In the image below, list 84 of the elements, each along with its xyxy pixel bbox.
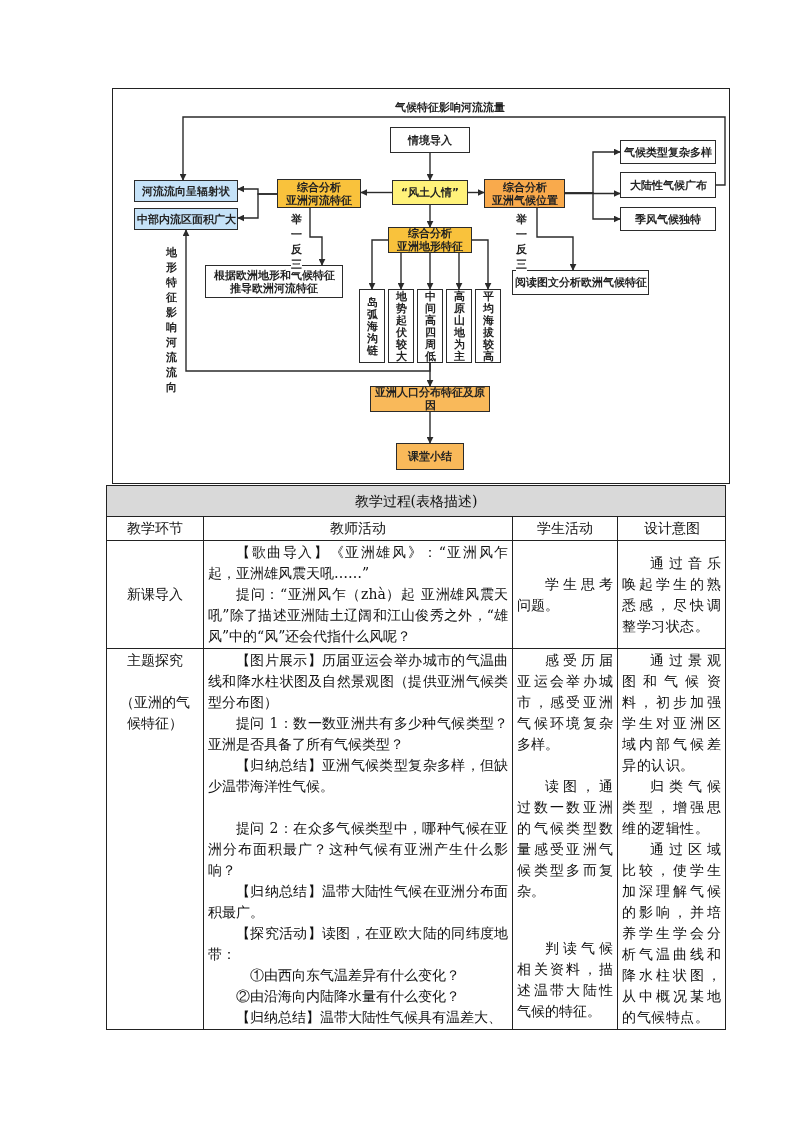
box-text: 阅读图文分析欧洲气候特征 [514, 276, 647, 289]
cell-text: 通过音乐唤起学生的熟悉感，尽快调整学习状态。 [622, 553, 721, 636]
arrow [309, 207, 326, 266]
box-text: 地势起伏较大 [395, 290, 407, 362]
cell-text: 主题探究 [125, 651, 184, 670]
process-box [388, 227, 472, 253]
arrow [397, 252, 405, 290]
box-text: 平均海拔较高 [482, 290, 494, 362]
edge-label: 举一反三 [291, 212, 302, 272]
arrow [368, 239, 389, 290]
arrow [237, 193, 278, 222]
process-box [620, 172, 716, 198]
box-text: 气候类型复杂多样 [624, 145, 712, 159]
process-box [620, 207, 716, 231]
box-text: 情境导入 [408, 133, 452, 147]
cell-text: （亚洲的气候特征） [119, 693, 190, 733]
cell-text: 提问 2：在众多气候类型中，哪种气候在亚洲分布面积最广？这种气候有亚洲产生什么影响？ [207, 819, 509, 880]
arrow [455, 252, 463, 290]
table-title-cell: 教学过程(表格描述) [106, 485, 726, 517]
box-text: 综合分析 [297, 180, 341, 194]
cell-text: 归类气候类型，增强思维的逻辑性。 [622, 777, 721, 838]
process-box [620, 140, 716, 164]
cell-text: 【图片展示】历届亚运会举办城市的气温曲线和降水柱状图及自然景观图（提供亚洲气候类型分布图） [207, 651, 509, 712]
arrow [471, 239, 492, 290]
arrow [564, 192, 621, 223]
cell-text: 感受历届亚运会举办城市，感受亚洲气候环境复杂多样。 [517, 651, 614, 754]
cell-text: 【归纳总结】亚洲气候类型复杂多样，但缺少温带海洋性气候。 [207, 756, 509, 796]
process-box [396, 443, 464, 470]
cell-text: 新课导入 [125, 585, 184, 604]
box-text: 河流流向呈辐射状 [142, 184, 230, 198]
vertical-box [359, 289, 385, 363]
box-text: 综合分析 [502, 180, 547, 194]
box-text: 亚洲人口分布特征及原因 [374, 386, 486, 412]
cell-text: 读图，通过数一数亚洲的气候类型数量感受亚洲气候类型多而复杂。 [517, 777, 614, 901]
process-box [277, 179, 361, 208]
process-box [512, 270, 649, 295]
edge-label: 举一反三 [516, 212, 527, 272]
cell-text: 【探究活动】读图，在亚欧大陆的同纬度地带： [207, 924, 509, 964]
box-text: 亚洲气候位置 [491, 193, 558, 207]
cell-text: ②由沿海向内陆降水量有什么变化？ [234, 987, 461, 1006]
cell-text: ①由西向东气温差异有什么变化？ [248, 966, 461, 985]
box-text: 中部内流区面积广大 [136, 212, 236, 226]
table-header-cell: 教学环节 [106, 516, 204, 541]
table-header-cell: 学生活动 [512, 516, 618, 541]
process-box [484, 179, 565, 208]
cell-text: 判读气候相关资料，描述温带大陆性气候的特征。 [517, 939, 614, 1021]
box-text: 岛弧海沟链 [366, 296, 378, 356]
cell-text: 提问 1：数一数亚洲共有多少种气候类型？亚洲是否具备了所有气候类型？ [207, 714, 509, 754]
cell-text: 通过景观图和气候资料，初步加强学生对亚洲区域内部气候差异的认识。 [622, 651, 721, 775]
cell-text: 提问：“亚洲风乍（zhà）起 亚洲雄风震天吼”除了描述亚洲陆土辽阔和江山俊秀之外，“雄风”中的“风”还会代指什么风呢？ [207, 585, 509, 646]
box-text: 大陆性气候广布 [629, 178, 707, 192]
arrow [426, 152, 434, 181]
arrow [467, 189, 485, 196]
table-header-cell: 设计意图 [617, 516, 726, 541]
arrow [536, 207, 577, 271]
box-text: 课堂小结 [408, 450, 452, 463]
cell-text: 【歌曲导入】《亚洲雄风》：“亚洲风乍起，亚洲雄风震天吼……” [207, 543, 509, 583]
arrow [426, 252, 434, 290]
arrow [426, 204, 434, 228]
box-text: 综合分析 [408, 227, 452, 240]
box-text: “风土人情” [401, 186, 459, 199]
arrow [179, 116, 726, 186]
box-text: 亚洲河流特征 [286, 193, 352, 207]
vertical-box [446, 289, 472, 363]
cell-text: 【归纳总结】温带大陆性气候具有温差大、 [234, 1008, 503, 1027]
arrow [360, 189, 393, 196]
box-text: 高原山地为主 [453, 290, 465, 362]
arrow [182, 229, 431, 372]
edge-label: 气候特征影响河流流量 [395, 101, 505, 114]
vertical-box [475, 289, 501, 363]
process-box [390, 127, 470, 153]
cell-text: 【归纳总结】温带大陆性气候在亚洲分布面积最广。 [207, 882, 509, 922]
edge-label: 地形特征影响河流流向 [166, 245, 177, 395]
box-text: 亚洲地形特征 [397, 240, 463, 253]
box-text: 季风气候独特 [635, 212, 701, 226]
arrow [426, 411, 434, 444]
table-header-cell: 教师活动 [203, 516, 513, 541]
vertical-box [417, 289, 443, 363]
vertical-box [388, 289, 414, 363]
process-box [392, 180, 468, 205]
cell-text: 通过区域比较，使学生加深理解气候的影响，并培养学生学会分析气温曲线和降水柱状图，从中概况某地的气候特点。 [622, 840, 721, 1027]
box-text: 中间高四周低 [424, 290, 436, 362]
process-box [134, 180, 238, 202]
cell-text: 学生思考问题。 [517, 574, 614, 615]
